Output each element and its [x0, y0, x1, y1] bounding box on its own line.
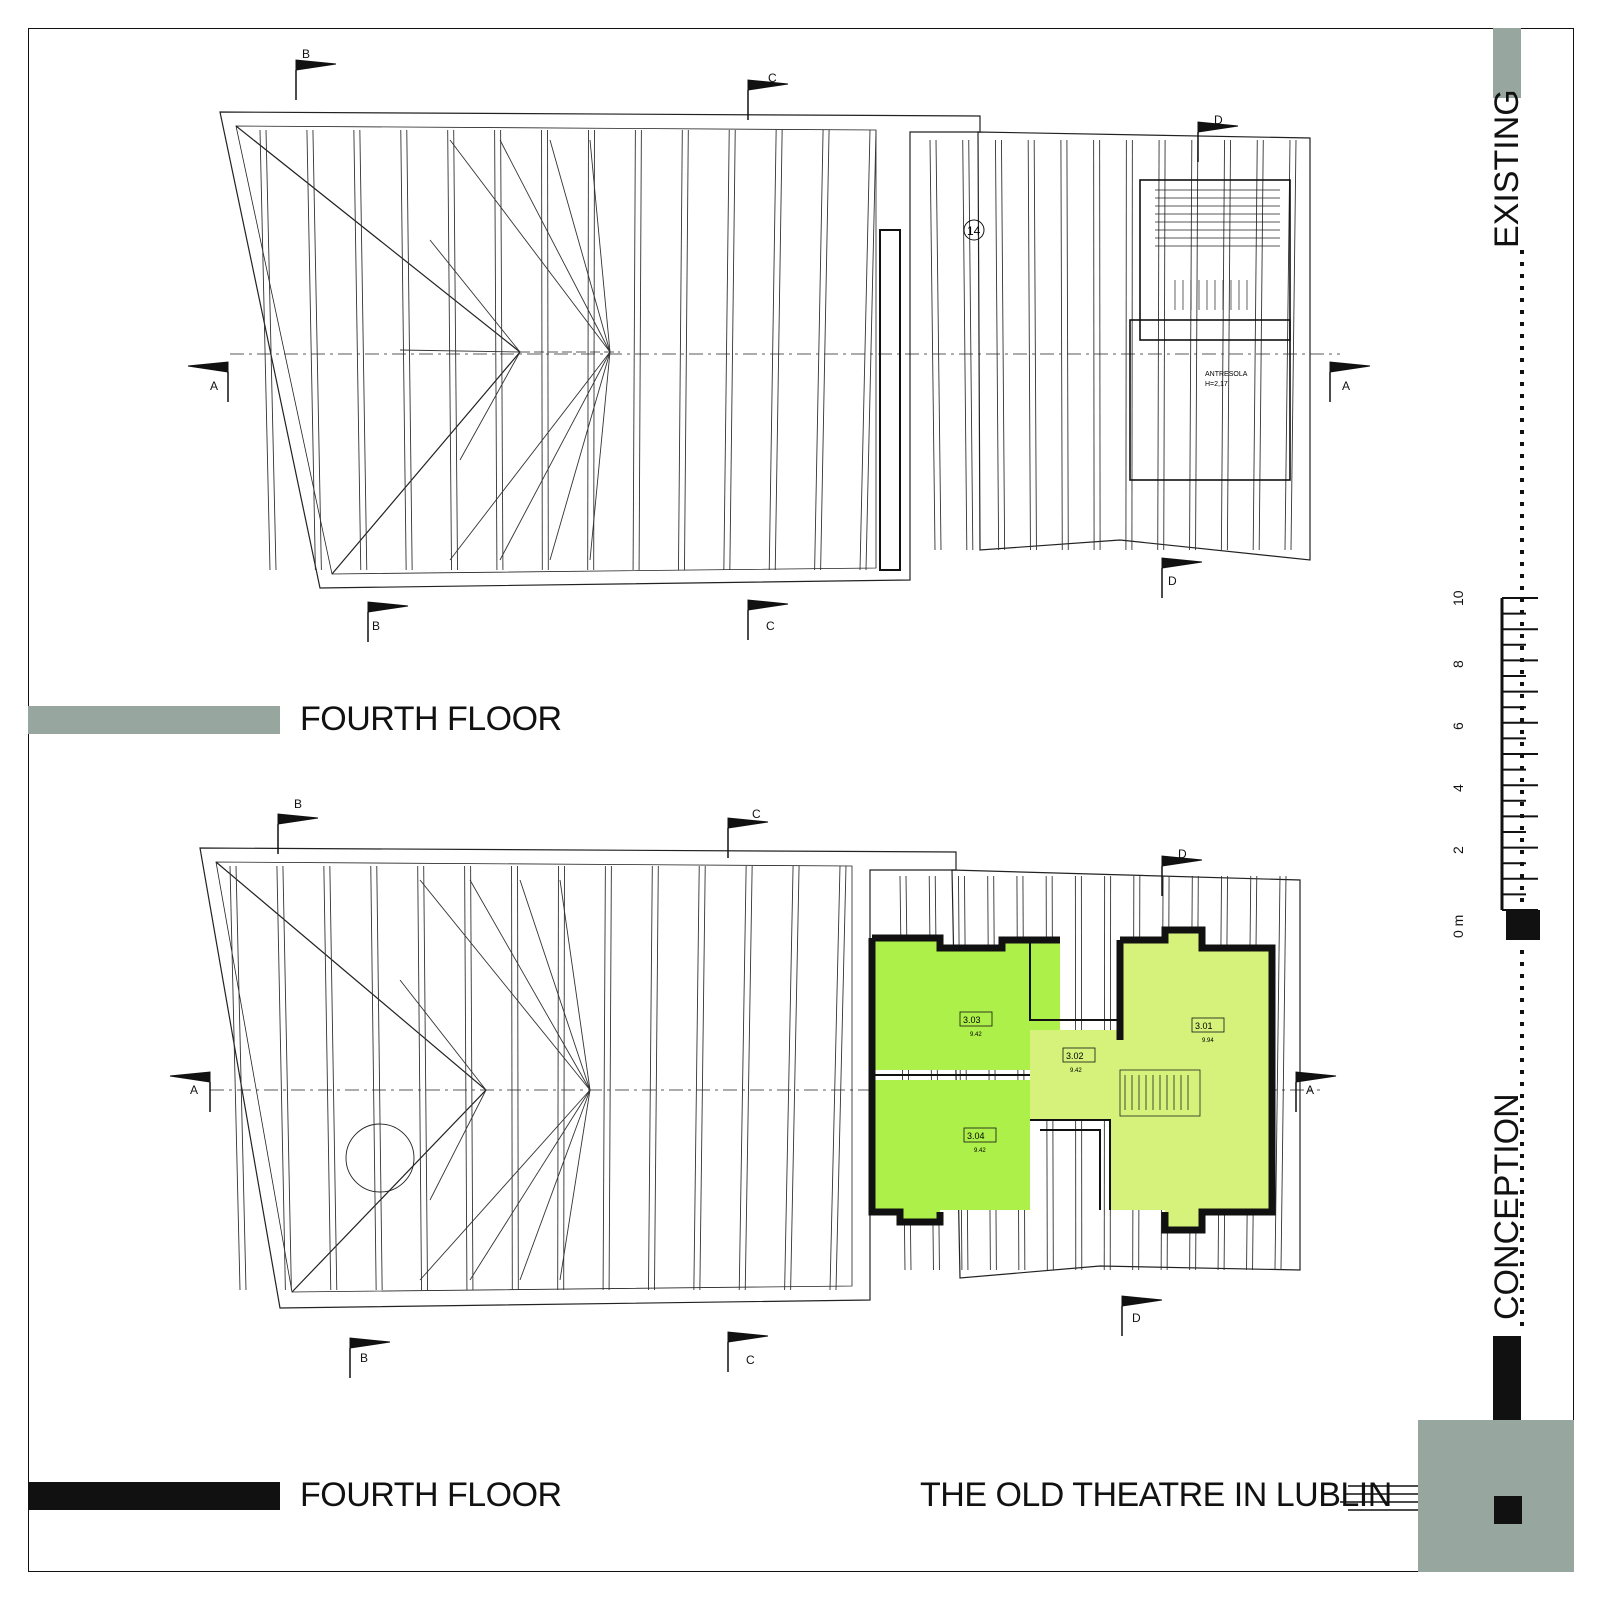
- new-rooms: [868, 926, 1276, 1234]
- section-label-a: A: [190, 1083, 198, 1097]
- scale-label-5: 10: [1450, 590, 1466, 606]
- room-3-03: [870, 940, 1060, 1070]
- section-label-c: C: [752, 807, 761, 821]
- section-label-d: D: [1214, 113, 1223, 127]
- scale-label-4: 8: [1450, 660, 1466, 668]
- section-label-c: C: [768, 71, 777, 85]
- section-label-b: B: [360, 1351, 368, 1365]
- scale-label-1: 2: [1450, 846, 1466, 854]
- corner-square: [1494, 1496, 1522, 1524]
- roof-outline-main: [199, 847, 957, 1309]
- room-3-02: [1030, 1030, 1120, 1120]
- section-label-a: A: [210, 379, 218, 393]
- antresola-label: ANTRESOLA: [1205, 371, 1248, 378]
- project-title: THE OLD THEATRE IN LUBLIN: [920, 1476, 1392, 1514]
- stair-core: [1129, 179, 1291, 481]
- room-id-3-01: 3.01: [1195, 1021, 1213, 1031]
- section-label-d: D: [1178, 847, 1187, 861]
- antresola-height: H=2,17: [1205, 381, 1228, 388]
- scale-bar: [1500, 250, 1540, 1326]
- section-label-b: B: [302, 47, 310, 61]
- section-label-a: A: [1342, 379, 1350, 393]
- room-level-3-01: 9.94: [1202, 1038, 1214, 1044]
- room-id-3-04: 3.04: [967, 1131, 985, 1141]
- room-3-04: [870, 1080, 1030, 1220]
- existing-title-bar: [28, 706, 280, 734]
- scale-label-2: 4: [1450, 784, 1466, 792]
- existing-floor-plan: ANTRESOLA H=2,17 14: [219, 111, 1340, 589]
- section-label-d: D: [1132, 1311, 1141, 1325]
- section-label-c: C: [766, 619, 775, 633]
- conception-title-bar: [28, 1482, 280, 1510]
- room-level-3-04: 9.42: [974, 1148, 986, 1154]
- room-level-3-02: 9.42: [1070, 1068, 1082, 1074]
- roof-outline-annex: [977, 131, 1311, 561]
- room-number-circle: [963, 219, 985, 241]
- sheet-frame: [28, 28, 1574, 1572]
- scale-label-3: 6: [1450, 722, 1466, 730]
- room-id-3-03: 3.03: [963, 1015, 981, 1025]
- conception-floor-plan: 3.03 9.42 3.02 9.42 3.04 9.42 3.01 9.94: [199, 847, 1320, 1309]
- room-id-3-02: 3.02: [1066, 1051, 1084, 1061]
- conception-side-bar: [1493, 1336, 1521, 1422]
- scale-zero-block: [1506, 910, 1540, 940]
- room-number: 14: [967, 224, 981, 238]
- section-label-d: D: [1168, 574, 1177, 588]
- section-label-a: A: [1306, 1083, 1314, 1097]
- bottom-plan-title: FOURTH FLOOR: [300, 1476, 562, 1514]
- section-label-b: B: [372, 619, 380, 633]
- section-label-c: C: [746, 1353, 755, 1367]
- existing-side-bar: [1493, 28, 1521, 98]
- room-3-01: [1110, 930, 1270, 1230]
- existing-label: EXISTING: [1488, 89, 1526, 248]
- section-label-b: B: [294, 797, 302, 811]
- roof-outline-main: [219, 111, 981, 589]
- room-level-3-03: 9.42: [970, 1032, 982, 1038]
- scale-label-0: 0 m: [1450, 914, 1466, 938]
- top-plan-title: FOURTH FLOOR: [300, 700, 562, 738]
